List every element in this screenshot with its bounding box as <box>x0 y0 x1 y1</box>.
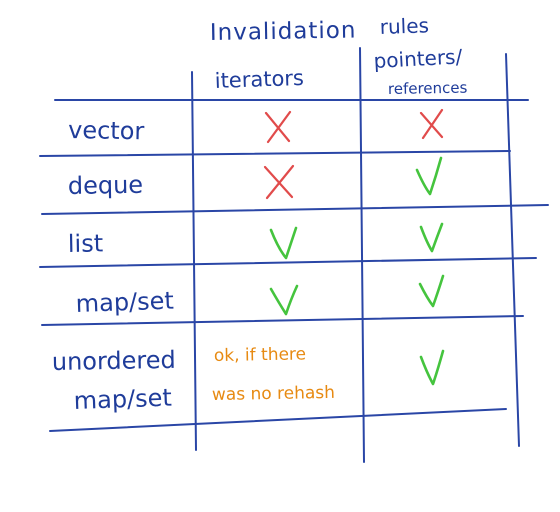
title-rules-text: rules <box>379 13 429 39</box>
header-iterators: iterators <box>214 66 304 93</box>
row-divider-2 <box>41 204 549 215</box>
row-label-unordered-map-set: map/set <box>73 384 172 415</box>
deque-iterators-cross-icon <box>263 164 295 200</box>
row-divider-3 <box>39 257 537 268</box>
row-label-vector: vector <box>68 116 145 145</box>
column-divider-left <box>191 71 197 451</box>
header-pointers: pointers/ <box>373 44 463 73</box>
column-divider-right <box>505 53 520 447</box>
list-pointers-check-icon <box>419 222 444 253</box>
list-iterators-check-icon <box>269 226 298 260</box>
row-label-deque: deque <box>68 171 144 200</box>
row-label-list: list <box>68 229 104 258</box>
vector-iterators-cross-icon <box>264 110 292 144</box>
row-divider-1 <box>39 150 511 157</box>
row-divider-4 <box>41 315 524 326</box>
map-set-pointers-check-icon <box>418 274 445 308</box>
column-divider-middle <box>359 47 365 463</box>
row-label-map-set: map/set <box>75 287 174 318</box>
map-set-iterators-check-icon <box>269 284 299 316</box>
vector-pointers-cross-icon <box>419 108 444 140</box>
title-text: Invalidation <box>210 17 357 46</box>
unordered-pointers-check-icon <box>419 349 445 386</box>
header-references: references <box>388 79 468 98</box>
unordered-iterators-note-line2: was no rehash <box>212 383 335 405</box>
row-label-unordered: unordered <box>52 346 176 376</box>
row-divider-5 <box>49 408 507 432</box>
unordered-iterators-note-line1: ok, if there <box>214 344 306 366</box>
deque-pointers-check-icon <box>415 156 443 196</box>
